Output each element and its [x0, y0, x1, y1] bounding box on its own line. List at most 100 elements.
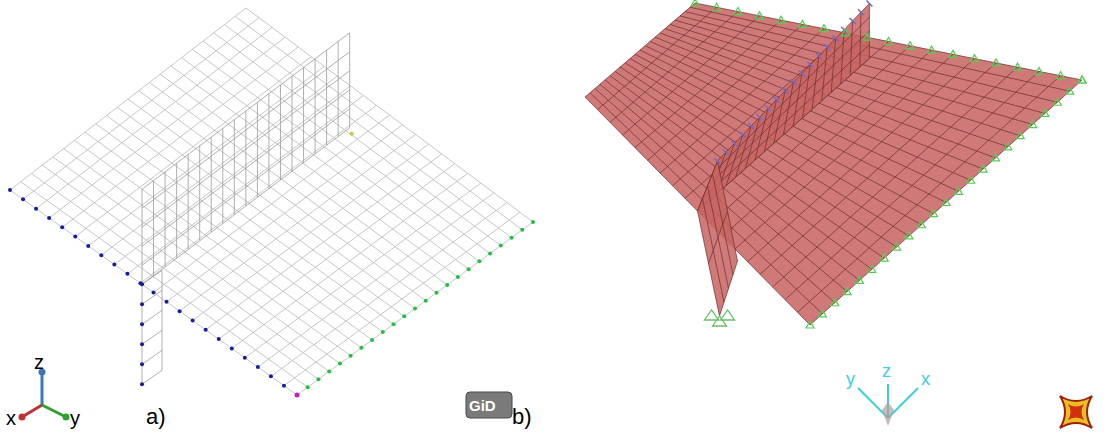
- node-dot: [424, 299, 428, 303]
- node-dot: [295, 393, 300, 398]
- axis-arrow: [41, 372, 44, 405]
- axis-triad: [19, 369, 70, 421]
- node-dot: [112, 263, 116, 267]
- plate-mesh-line: [21, 182, 308, 387]
- web-mesh-line: [142, 330, 162, 344]
- support-symbol: [734, 8, 742, 15]
- web-mesh-line: [698, 161, 718, 211]
- plate-mesh-line: [235, 16, 522, 230]
- web-mesh-line: [165, 172, 166, 267]
- node-dot: [86, 244, 90, 248]
- plate-mesh-line: [117, 107, 404, 316]
- support-symbol: [930, 210, 938, 217]
- web-mesh-line: [268, 94, 269, 189]
- web-mesh-line: [142, 52, 350, 209]
- node-dot: [531, 220, 535, 224]
- support-symbol: [971, 55, 979, 62]
- panel-a-mesh: [8, 8, 535, 398]
- plate-mesh-line: [698, 42, 889, 212]
- node-dot: [445, 283, 449, 287]
- node-dot: [217, 337, 221, 341]
- logo-text: GiD: [469, 398, 496, 413]
- node-dot: [413, 307, 417, 311]
- node-dot: [327, 369, 331, 373]
- support-symbol: [1078, 76, 1086, 83]
- support-symbol: [831, 299, 839, 306]
- node-dot: [178, 309, 182, 313]
- support-symbol: [1014, 63, 1022, 70]
- node-dot: [152, 291, 156, 295]
- node-dot: [434, 291, 438, 295]
- node-dot: [140, 302, 144, 306]
- restraint-mark: [748, 123, 754, 129]
- restraint-mark: [757, 114, 763, 120]
- support-symbol: [1066, 87, 1074, 94]
- axis-label: z: [882, 362, 891, 380]
- node-dot: [21, 197, 25, 201]
- web-mesh-line: [315, 59, 316, 154]
- plate-mesh-line: [225, 25, 512, 238]
- restraint-mark: [833, 35, 839, 41]
- logo-star: [1060, 396, 1092, 428]
- support-symbol: [868, 265, 876, 272]
- restraint-mark: [765, 105, 771, 111]
- web-mesh-line: [280, 85, 281, 180]
- plate-mesh-line: [96, 124, 383, 332]
- support-symbol: [843, 288, 851, 295]
- web-mesh-line: [703, 45, 870, 199]
- plate-mesh-line: [685, 12, 1057, 103]
- support-symbol: [1057, 72, 1065, 79]
- node-dot: [140, 322, 144, 326]
- restraint-mark: [866, 0, 872, 6]
- node-dot: [370, 338, 374, 342]
- support-symbol: [942, 199, 950, 206]
- web-mesh-line: [713, 17, 870, 173]
- web-mesh-line: [153, 181, 154, 276]
- axis-label: x: [6, 408, 16, 428]
- plate-mesh-line: [31, 173, 318, 379]
- web-mesh-line: [211, 137, 212, 232]
- plate-mesh-line: [690, 7, 1070, 91]
- support-symbol: [756, 12, 764, 19]
- restraint-mark: [799, 70, 805, 76]
- plate-mesh-line: [42, 165, 329, 371]
- web-mesh-line: [142, 33, 350, 190]
- plate-mesh-line: [107, 116, 394, 325]
- support-symbol: [979, 165, 987, 172]
- panel-label: a): [146, 406, 166, 428]
- support-symbol: [991, 154, 999, 161]
- node-dot: [338, 362, 342, 366]
- node-dot: [381, 330, 385, 334]
- node-dot: [520, 228, 524, 232]
- restraint-mark: [790, 79, 796, 85]
- logo-icon: [1060, 396, 1092, 428]
- web-mesh-line: [142, 109, 350, 266]
- support-symbol: [705, 310, 719, 320]
- support-symbol: [949, 50, 957, 57]
- panel-label: b): [512, 406, 532, 428]
- web-mesh-line: [142, 370, 162, 384]
- support-symbol: [721, 310, 735, 320]
- support-symbol: [855, 276, 863, 283]
- axis-origin: [882, 402, 894, 426]
- axis-label: y: [846, 370, 855, 388]
- web-mesh-line: [326, 50, 327, 145]
- web-mesh-line: [142, 350, 162, 364]
- node-dot: [73, 235, 77, 239]
- web-mesh-line: [708, 31, 870, 186]
- support-symbol: [1035, 67, 1043, 74]
- node-dot: [350, 132, 354, 136]
- support-symbol: [713, 3, 721, 10]
- support-symbol: [799, 20, 807, 27]
- node-dot: [456, 275, 460, 279]
- support-symbol: [885, 38, 893, 45]
- web-mesh-line: [698, 58, 870, 211]
- web-mesh-line: [303, 68, 304, 163]
- support-symbol: [1078, 76, 1086, 83]
- support-symbol: [992, 59, 1000, 66]
- web-mesh-line: [188, 155, 189, 250]
- node-dot: [60, 225, 64, 229]
- support-symbol: [842, 29, 850, 36]
- plate-mesh-line: [246, 8, 533, 222]
